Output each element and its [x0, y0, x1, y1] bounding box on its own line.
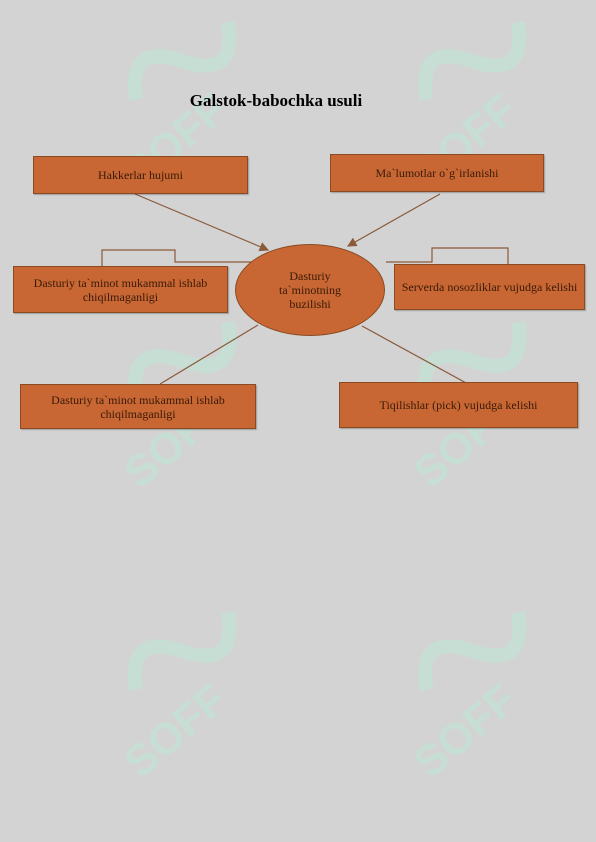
connector-mid-left	[101, 249, 252, 266]
connector-top-right	[346, 193, 441, 247]
box-mid-left: Dasturiy ta`minot mukammal ishlab chiqil…	[13, 266, 228, 313]
connector-bottom-left	[159, 324, 259, 385]
connector-top-left	[134, 193, 270, 252]
box-bottom-right: Tiqilishlar (pick) vujudga kelishi	[339, 382, 578, 428]
center-node: Dasturiy ta`minotning buzilishi	[235, 244, 385, 336]
connector-bottom-right	[361, 325, 469, 385]
box-bottom-left: Dasturiy ta`minot mukammal ishlab chiqil…	[20, 384, 256, 429]
box-top-right: Ma`lumotlar o`g`irlanishi	[330, 154, 544, 192]
box-mid-right: Serverda nosozliklar vujudga kelishi	[394, 264, 585, 310]
watermark-logo-icon	[128, 21, 237, 101]
connector-mid-right	[386, 247, 509, 264]
page-title: Galstok-babochka usuli	[189, 91, 363, 110]
box-top-left: Hakkerlar hujumi	[33, 156, 248, 194]
